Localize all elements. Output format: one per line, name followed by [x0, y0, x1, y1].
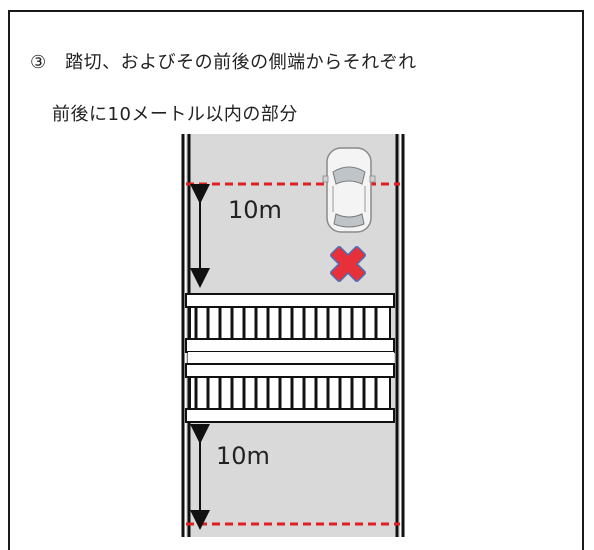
sleepers-1	[189, 306, 391, 340]
prohibited-mark-icon	[330, 246, 366, 282]
rail-lower-2	[185, 408, 395, 423]
railroad-crossing	[185, 293, 395, 423]
railroad-crossing-diagram: 10m 10m	[181, 134, 405, 537]
rail-upper-2	[185, 363, 395, 378]
sleeper-ties-2	[194, 378, 378, 408]
road-edge-right	[395, 134, 405, 537]
rule-frame	[8, 10, 584, 550]
rule-caption-line-2: 前後に10メートル以内の部分	[52, 104, 298, 125]
car-icon	[322, 147, 376, 233]
rule-caption-line-1: ③ 踏切、およびその前後の側端からそれぞれ	[30, 52, 417, 73]
sleeper-ties-1	[194, 308, 378, 338]
upper-distance-label: 10m	[228, 196, 282, 224]
rail-upper-1	[185, 293, 395, 308]
rail-lower-1	[185, 338, 395, 353]
lower-distance-label: 10m	[216, 442, 270, 470]
